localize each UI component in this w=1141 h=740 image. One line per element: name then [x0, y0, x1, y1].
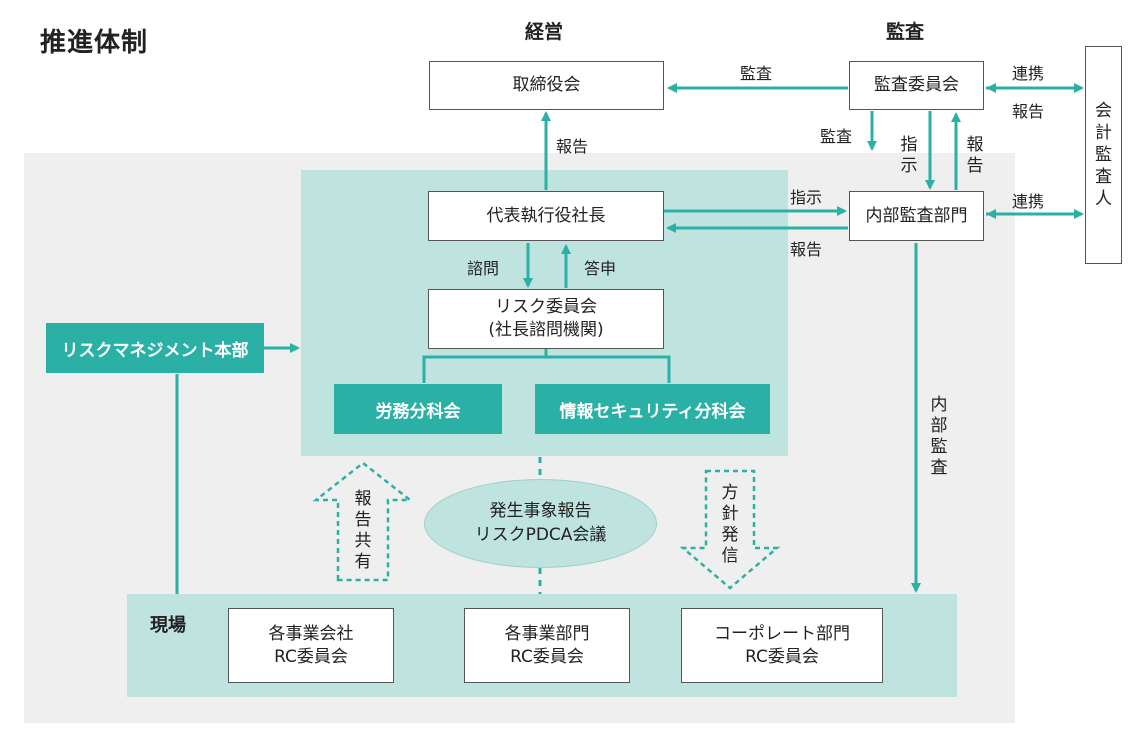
unit-name: 各事業部門 [504, 623, 590, 644]
label-report-horizontal: 報告 [790, 240, 823, 259]
label-policy-issue: 方針発信 [721, 483, 739, 566]
page-title: 推進体制 [40, 28, 149, 58]
infosec-subcommittee-box: 情報セキュリティ分科会 [535, 384, 770, 434]
unit-committee: RC委員会 [274, 646, 348, 667]
label-link-mid: 連携 [1012, 192, 1045, 211]
field-unit-corporate: コーポレート部門 RC委員会 [681, 608, 883, 683]
report-share-arrow [312, 461, 414, 582]
unit-committee: RC委員会 [745, 646, 819, 667]
label-audit-down: 監査 [820, 127, 853, 146]
unit-committee: RC委員会 [510, 646, 584, 667]
label-audit-to-board: 監査 [740, 64, 773, 83]
pdca-meeting-ellipse: 発生事象報告 リスクPDCA会議 [424, 479, 657, 568]
risk-committee-name: リスク委員会 [495, 297, 597, 318]
label-report-share: 報告共有 [354, 489, 372, 572]
unit-name: コーポレート部門 [714, 623, 850, 644]
ellipse-line2: リスクPDCA会議 [474, 524, 607, 545]
policy-issue-arrow [679, 469, 781, 590]
field-unit-companies: 各事業会社 RC委員会 [228, 608, 394, 683]
field-unit-divisions: 各事業部門 RC委員会 [464, 608, 630, 683]
rm-hq-box: リスクマネジメント本部 [46, 323, 264, 373]
internal-audit-box: 内部監査部門 [849, 191, 984, 241]
label-instruct-vertical: 指示 [900, 135, 918, 176]
ellipse-line1: 発生事象報告 [489, 500, 592, 521]
risk-committee-note: (社長諮問機関) [488, 320, 604, 340]
audit-committee-box: 監査委員会 [849, 61, 984, 110]
label-instruct-horizontal: 指示 [790, 188, 823, 207]
field-label: 現場 [150, 615, 186, 636]
label-link-top: 連携 [1012, 64, 1045, 83]
auditor-label: 会計監査人 [1095, 101, 1112, 209]
labor-subcommittee-box: 労務分科会 [334, 384, 502, 434]
auditor-box: 会計監査人 [1085, 46, 1122, 264]
management-header: 経営 [525, 21, 564, 43]
label-internal-audit: 内部監査 [930, 395, 948, 478]
label-report-president-board: 報告 [556, 137, 589, 156]
label-report-top: 報告 [1012, 102, 1045, 121]
audit-header: 監査 [886, 21, 925, 43]
label-answer: 答申 [584, 259, 617, 278]
connector-subcommittees [422, 355, 671, 383]
board-box: 取締役会 [429, 61, 664, 110]
risk-committee-box: リスク委員会 (社長諮問機関) [428, 289, 664, 349]
unit-name: 各事業会社 [268, 623, 354, 644]
label-consult: 諮問 [467, 259, 500, 278]
label-report-vertical: 報告 [966, 135, 984, 176]
president-box: 代表執行役社長 [428, 191, 664, 241]
